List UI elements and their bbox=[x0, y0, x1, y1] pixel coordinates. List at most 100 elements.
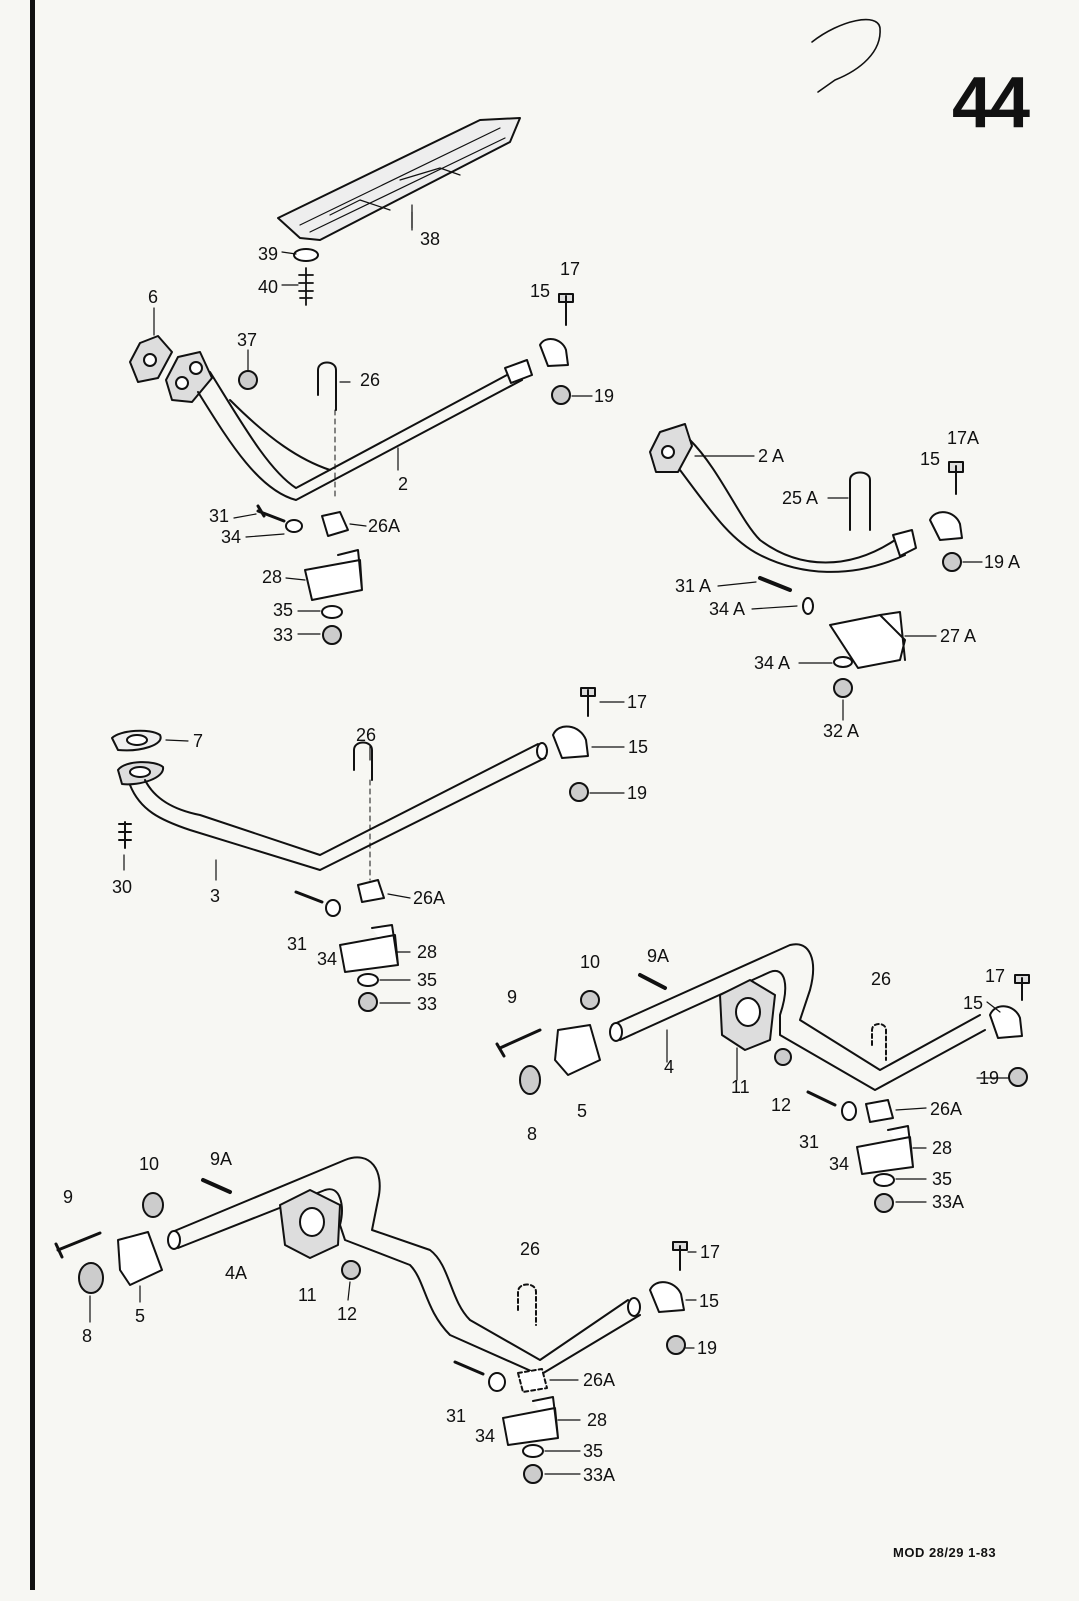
bolt-31a bbox=[758, 576, 792, 592]
clamp-15 bbox=[539, 338, 569, 367]
bolt-17-pipe3 bbox=[580, 687, 596, 717]
part-label: 40 bbox=[258, 277, 278, 297]
part-label: 37 bbox=[237, 330, 257, 350]
part-label: 15 bbox=[530, 281, 550, 301]
part-label: 8 bbox=[527, 1124, 537, 1144]
part-label: 19 bbox=[594, 386, 614, 406]
part-label: 31 bbox=[287, 934, 307, 954]
part-label: 28 bbox=[587, 1410, 607, 1430]
part-label: 7 bbox=[193, 731, 203, 751]
bracket-28-pipe4 bbox=[856, 1125, 914, 1175]
part-label: 17A bbox=[947, 428, 979, 448]
leader-lines bbox=[89, 211, 1009, 1475]
screw-40 bbox=[298, 267, 314, 306]
washer-35-pipe3 bbox=[357, 973, 379, 987]
bracket-28 bbox=[304, 549, 363, 601]
bolt-31-pipe4 bbox=[806, 1090, 837, 1107]
part-label: 31 A bbox=[675, 576, 711, 596]
part-label: 19 bbox=[627, 783, 647, 803]
part-label: 28 bbox=[417, 942, 437, 962]
part-label: 17 bbox=[985, 966, 1005, 986]
part-label: 34 bbox=[317, 949, 337, 969]
part-label: 31 bbox=[799, 1132, 819, 1152]
handwritten-mark bbox=[811, 18, 881, 93]
part-label: 34 A bbox=[709, 599, 745, 619]
washer-34-pipe4 bbox=[841, 1101, 857, 1121]
nut-10 bbox=[580, 990, 600, 1010]
heat-shield-38 bbox=[277, 117, 521, 241]
bracket-26a bbox=[321, 511, 349, 537]
nut-33a-pipe4 bbox=[874, 1193, 894, 1213]
washer-34a bbox=[802, 597, 814, 615]
part-label: 34 bbox=[475, 1426, 495, 1446]
part-label: 26A bbox=[930, 1099, 962, 1119]
part-label: 34 A bbox=[754, 653, 790, 673]
part-label: 26 bbox=[520, 1239, 540, 1259]
nut-10-pipe4a bbox=[142, 1192, 164, 1218]
part-label: 26 bbox=[356, 725, 376, 745]
bolt-9a-pipe4a bbox=[201, 1178, 232, 1194]
part-label: 15 bbox=[699, 1291, 719, 1311]
bolt-17-pipe4 bbox=[1014, 974, 1030, 1001]
part-label: 33 bbox=[417, 994, 437, 1014]
part-label: 27 A bbox=[940, 626, 976, 646]
bolt-9-pipe4a bbox=[54, 1231, 102, 1259]
washer-35-pipe4a bbox=[522, 1444, 544, 1458]
nut-19-pipe4 bbox=[1008, 1067, 1028, 1087]
washer-34-pipe4a bbox=[488, 1372, 506, 1392]
part-label: 5 bbox=[577, 1101, 587, 1121]
part-label: 11 bbox=[298, 1285, 317, 1305]
exhaust-pipe-2a bbox=[649, 423, 917, 573]
exhaust-pipe-3 bbox=[111, 729, 548, 871]
bolt-17a bbox=[948, 461, 964, 495]
part-label: 35 bbox=[417, 970, 437, 990]
nut-19-pipe3 bbox=[569, 782, 589, 802]
part-label: 31 bbox=[209, 506, 229, 526]
part-label: 15 bbox=[920, 449, 940, 469]
part-label: 11 bbox=[731, 1077, 750, 1097]
clamp-15-pipe4a bbox=[649, 1281, 685, 1313]
part-label: 26 bbox=[871, 969, 891, 989]
nut-19 bbox=[551, 385, 571, 405]
bolt-31 bbox=[256, 504, 286, 523]
part-label: 19 bbox=[697, 1338, 717, 1358]
exhaust-pipe-4 bbox=[609, 943, 986, 1091]
u-bolt-26-pipe4a bbox=[517, 1283, 537, 1326]
part-label: 35 bbox=[583, 1441, 603, 1461]
exhaust-pipe-4a bbox=[167, 1156, 641, 1376]
nut-32a bbox=[833, 678, 853, 698]
u-bolt-26-pipe3 bbox=[353, 741, 373, 781]
nut-37 bbox=[238, 370, 258, 390]
nut-12-pipe4a bbox=[341, 1260, 361, 1280]
flange-5 bbox=[554, 1024, 601, 1076]
nut-12 bbox=[774, 1048, 792, 1066]
part-label: 28 bbox=[262, 567, 282, 587]
part-label: 2 A bbox=[758, 446, 784, 466]
washer-34 bbox=[285, 519, 303, 533]
part-label: 34 bbox=[221, 527, 241, 547]
bolt-31-pipe4a bbox=[453, 1360, 485, 1376]
part-label: 9A bbox=[210, 1149, 232, 1169]
bracket-27a bbox=[829, 611, 906, 669]
part-label: 33A bbox=[583, 1465, 615, 1485]
part-label: 3 bbox=[210, 886, 220, 906]
bracket-26a-pipe4 bbox=[865, 1099, 894, 1123]
washer-35 bbox=[321, 605, 343, 619]
part-label: 26A bbox=[368, 516, 400, 536]
part-label: 9A bbox=[647, 946, 669, 966]
model-reference: MOD 28/29 1-83 bbox=[893, 1545, 997, 1560]
u-bolt-25a bbox=[849, 471, 871, 531]
part-label: 10 bbox=[580, 952, 600, 972]
nut-19-pipe4a bbox=[666, 1335, 686, 1355]
part-label: 5 bbox=[135, 1306, 145, 1326]
part-label: 33 bbox=[273, 625, 293, 645]
ring-8-pipe4a bbox=[78, 1262, 104, 1294]
bolt-9 bbox=[495, 1028, 542, 1058]
exhaust-pipe-2 bbox=[129, 335, 533, 501]
washer-39 bbox=[293, 248, 319, 262]
part-label: 28 bbox=[932, 1138, 952, 1158]
binding-edge bbox=[30, 0, 35, 1590]
part-label: 30 bbox=[112, 877, 132, 897]
